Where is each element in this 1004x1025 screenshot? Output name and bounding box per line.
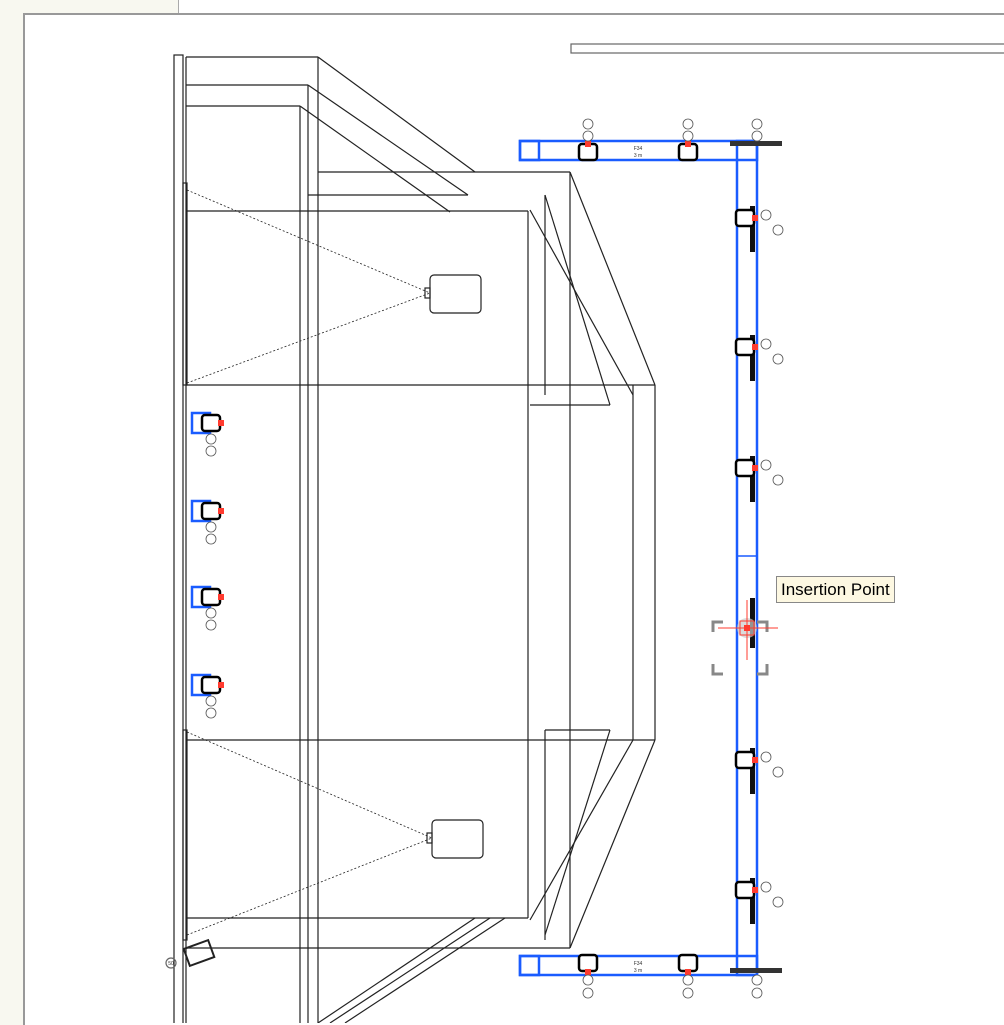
channel-tag xyxy=(205,533,217,545)
top-toolbar-strip xyxy=(178,0,1004,13)
projection-screen xyxy=(182,729,188,941)
fixture[interactable] xyxy=(577,141,599,162)
channel-tag xyxy=(205,707,217,719)
fixture[interactable] xyxy=(677,953,699,975)
channel-tag xyxy=(205,445,217,457)
channel-tag xyxy=(682,118,694,130)
channel-tag xyxy=(682,130,694,142)
channel-tag xyxy=(682,974,694,986)
channel-tag xyxy=(682,987,694,999)
channel-tag xyxy=(772,474,784,486)
fixture[interactable] xyxy=(734,880,758,900)
channel-tag xyxy=(760,881,772,893)
truss-bottom-label: F34 xyxy=(634,961,643,967)
channel-tag xyxy=(760,209,772,221)
channel-tag xyxy=(205,619,217,631)
title-bar-shape xyxy=(570,43,1004,54)
stage-structure xyxy=(165,43,1004,1023)
channel-tag xyxy=(205,433,217,445)
channel-tag xyxy=(760,751,772,763)
fixture[interactable] xyxy=(577,953,599,975)
fixture[interactable] xyxy=(200,675,224,695)
fixture[interactable] xyxy=(734,208,758,228)
channel-tag xyxy=(772,896,784,908)
truss[interactable] xyxy=(518,139,759,977)
instrument-number: 50 xyxy=(168,961,174,967)
projector xyxy=(431,819,484,859)
fixture[interactable] xyxy=(734,337,758,357)
channel-tag xyxy=(751,130,763,142)
projection-screen xyxy=(182,182,188,386)
fixture[interactable] xyxy=(734,458,758,478)
insertion-point-tooltip: Insertion Point xyxy=(776,576,895,603)
channel-tag xyxy=(582,118,594,130)
left-pipe xyxy=(173,54,184,1023)
channel-tag xyxy=(751,974,763,986)
channel-tag xyxy=(205,521,217,533)
channel-tag xyxy=(582,130,594,142)
channel-tag xyxy=(760,338,772,350)
channel-tag xyxy=(772,353,784,365)
channel-tag xyxy=(772,224,784,236)
pipes xyxy=(730,141,782,973)
fixture[interactable] xyxy=(200,413,224,433)
projector xyxy=(429,274,482,314)
truss-bottom-length: 3 m xyxy=(634,968,642,974)
instrument-left xyxy=(182,938,216,968)
truss-top-length: 3 m xyxy=(634,153,642,159)
channel-tag xyxy=(751,118,763,130)
channel-tag xyxy=(582,974,594,986)
fixture[interactable] xyxy=(734,750,758,770)
channel-tag xyxy=(760,459,772,471)
channel-tag xyxy=(582,987,594,999)
fixture[interactable] xyxy=(200,587,224,607)
fixture[interactable] xyxy=(200,501,224,521)
insertion-point-marker[interactable] xyxy=(718,600,778,660)
fixture[interactable] xyxy=(677,141,699,162)
truss-top-label: F34 xyxy=(634,146,643,152)
channel-tag xyxy=(205,607,217,619)
selection-handles[interactable] xyxy=(711,620,769,676)
channel-tag xyxy=(205,695,217,707)
channel-tag xyxy=(772,766,784,778)
channel-tag xyxy=(751,987,763,999)
